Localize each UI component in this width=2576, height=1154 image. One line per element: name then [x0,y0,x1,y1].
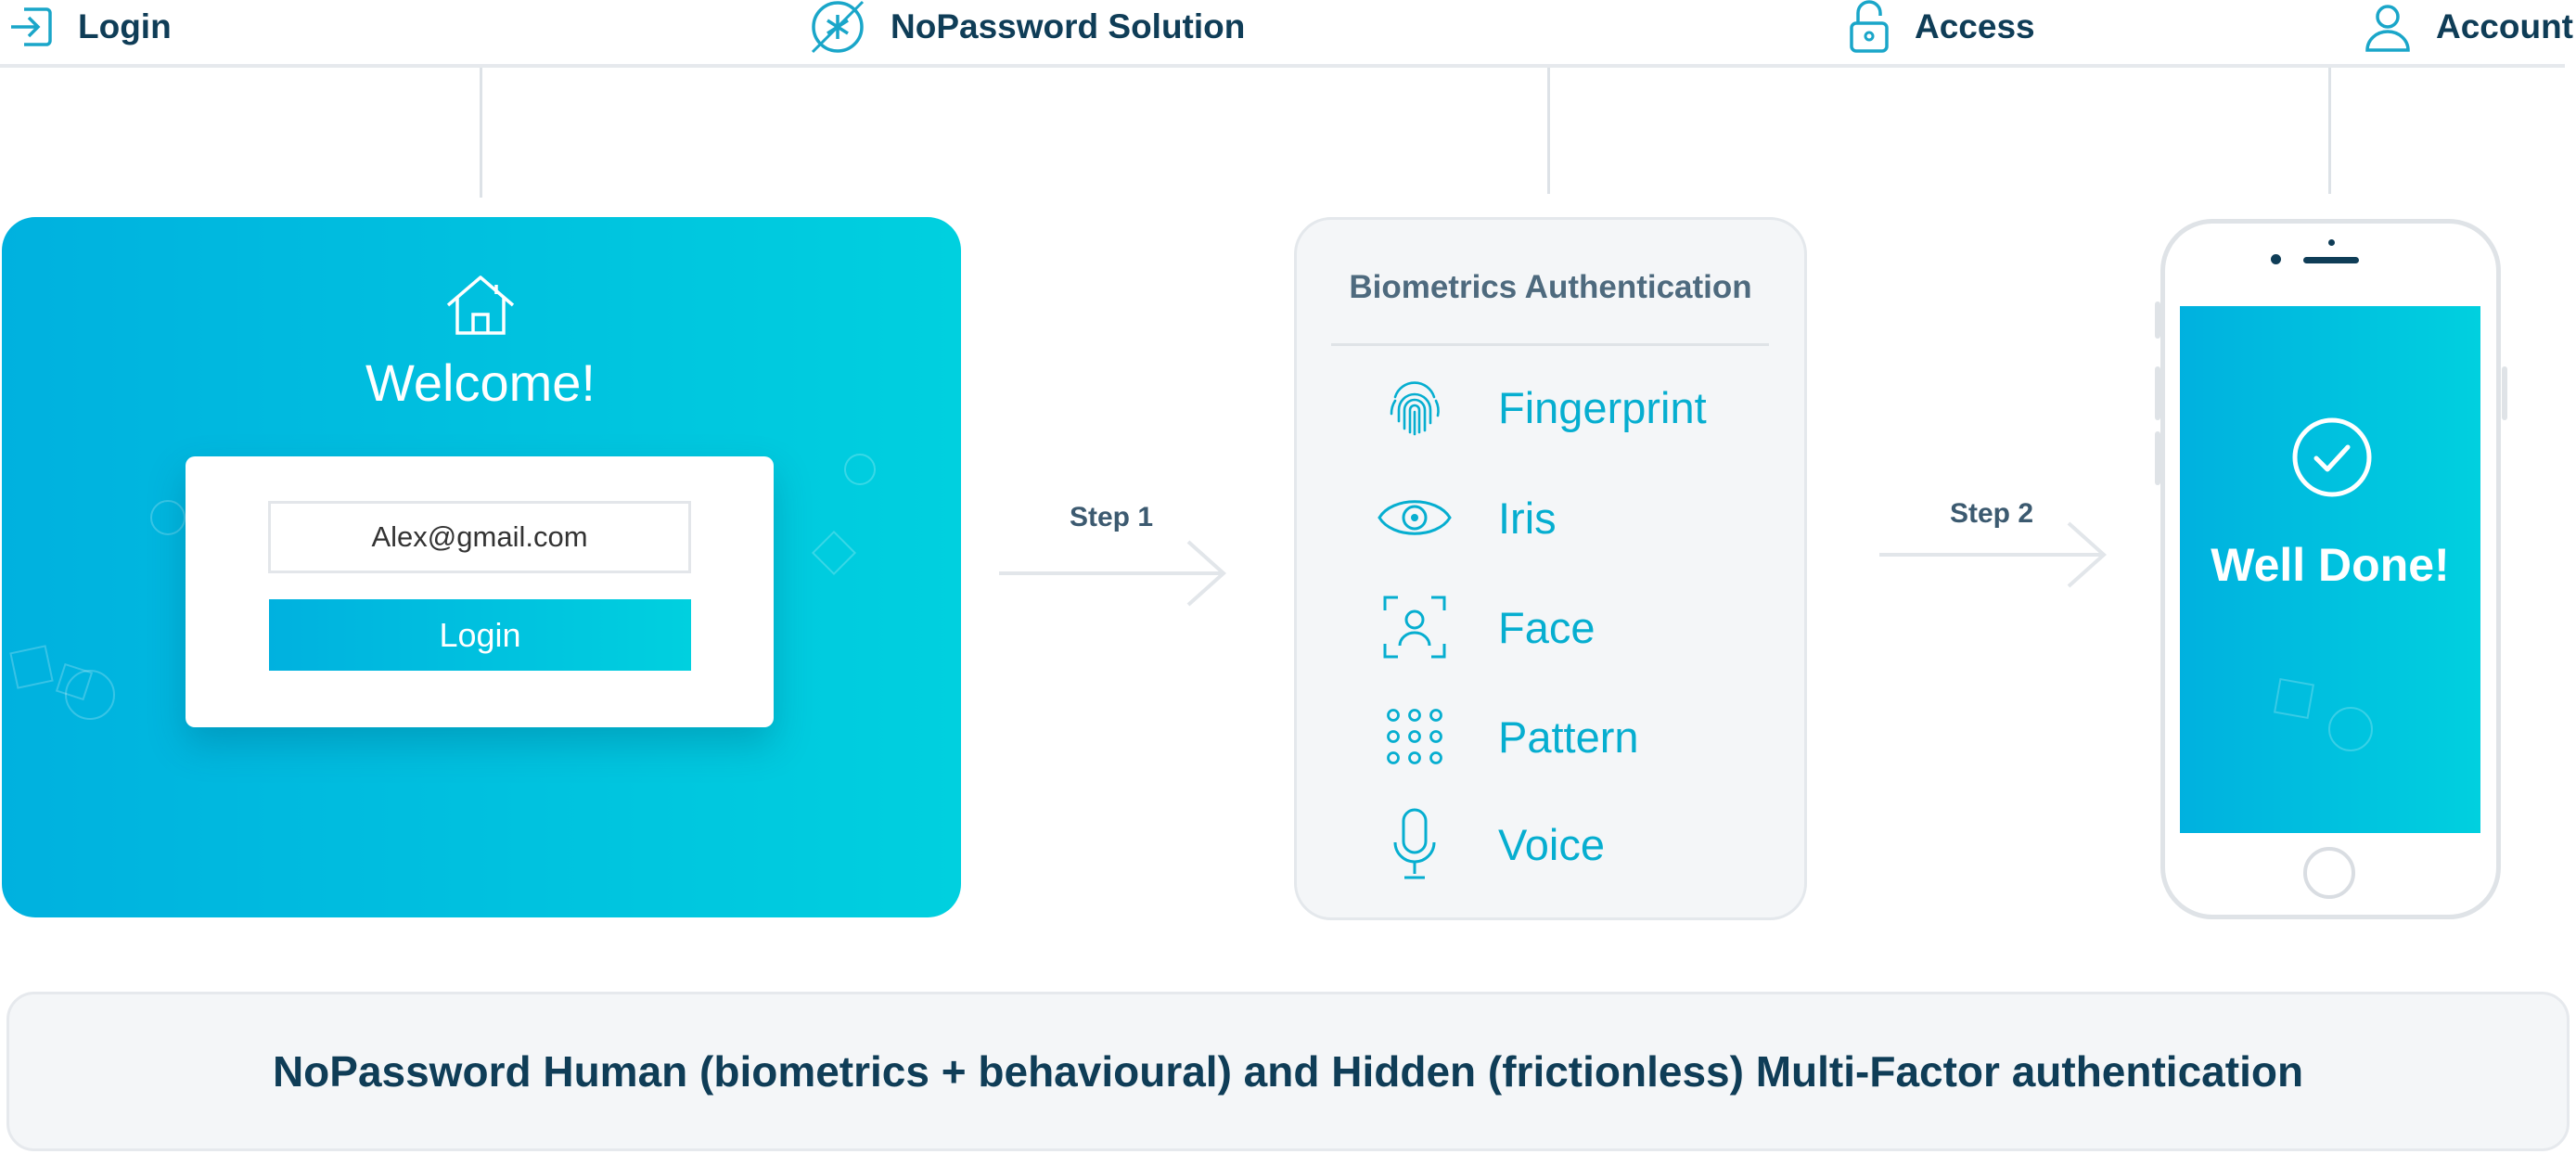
login-button[interactable]: Login [269,599,691,671]
biometrics-title: Biometrics Authentication [1349,269,1752,305]
header-item-account[interactable]: Account [2364,0,2573,54]
login-form [186,456,774,727]
step-1-arrow-icon [999,540,1226,607]
connector-line [480,68,482,198]
login-arrow-icon [11,7,52,46]
header-item-nopassword[interactable]: NoPassword Solution [809,0,1245,54]
header-nopassword-label: NoPassword Solution [891,7,1246,45]
decorative-circle [65,670,115,720]
biometric-label-voice: Voice [1498,819,1605,869]
decorative-circle [150,500,186,535]
header-item-login[interactable]: Login [7,0,172,54]
header-item-access[interactable]: Access [1848,0,2035,54]
header-account-label: Account [2436,7,2573,45]
connector-line [2328,68,2331,194]
decorative-square [2273,677,2315,720]
phone-side-button [2155,366,2160,420]
decorative-circle [2328,707,2373,751]
biometric-label-face: Face [1498,602,1596,652]
phone-screen [2180,306,2480,833]
step-2-arrow-icon [1879,521,2107,588]
phone-speaker [2303,257,2359,263]
biometrics-divider [1331,343,1769,346]
biometric-label-fingerprint: Fingerprint [1498,382,1707,432]
decorative-square [9,645,54,689]
step-1-label: Step 1 [1070,502,1154,532]
phone-sensor [2271,254,2281,264]
microphone-icon [1393,808,1436,879]
phone-side-button [2155,301,2160,339]
header-login-label: Login [78,7,172,45]
home-icon [446,276,515,335]
biometric-option-voice[interactable]: Voice [1373,807,1809,881]
biometric-option-face[interactable]: Face [1373,590,1809,664]
biometric-option-fingerprint[interactable]: Fingerprint [1373,370,1809,444]
face-scan-icon [1383,596,1446,659]
biometric-option-iris[interactable]: Iris [1373,481,1809,555]
connector-line [1547,68,1550,194]
unlock-icon [1850,0,1889,53]
user-icon [2365,5,2410,52]
check-circle-icon [2292,417,2372,497]
email-field[interactable]: Alex@gmail.com [268,501,691,573]
header-access-label: Access [1915,7,2035,45]
step-2-label: Step 2 [1950,498,2034,529]
eye-icon [1378,500,1452,535]
nopassword-logo-icon [811,0,865,54]
phone-side-button [2502,366,2507,420]
fingerprint-icon [1390,381,1440,436]
pattern-grid-icon [1387,709,1442,764]
biometric-label-pattern: Pattern [1498,712,1639,762]
biometric-label-iris: Iris [1498,493,1557,543]
phone-camera [2328,239,2335,246]
decorative-circle [844,454,876,485]
header-divider [0,64,2565,68]
success-message: Well Done! [2211,539,2450,591]
decorative-square [811,530,857,576]
phone-home-button [2303,847,2355,899]
welcome-heading: Welcome! [365,353,596,412]
biometrics-panel [1294,217,1807,920]
biometric-option-pattern[interactable]: Pattern [1373,699,1809,774]
footer-caption: NoPassword Human (biometrics + behaviour… [6,992,2570,1151]
phone-side-button [2155,431,2160,485]
